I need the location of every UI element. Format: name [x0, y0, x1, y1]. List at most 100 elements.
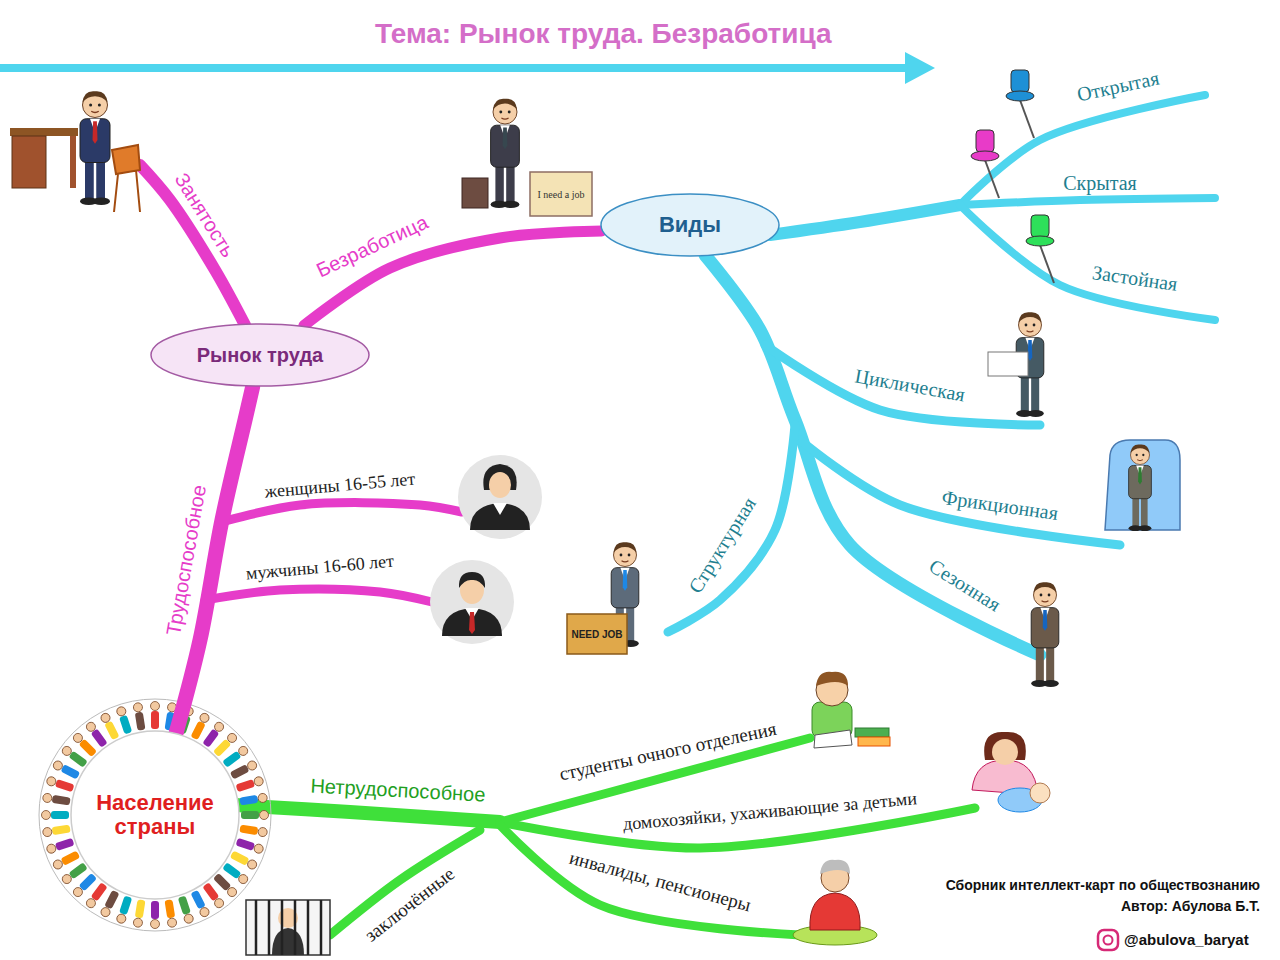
population-figure: [235, 837, 264, 854]
suitcase: [462, 178, 488, 208]
leg: [96, 160, 105, 200]
figure-body: [178, 896, 191, 916]
job-sign: [530, 172, 592, 216]
figure-head: [42, 793, 52, 803]
shoe: [93, 198, 111, 206]
pin-needle: [985, 160, 999, 198]
figure-body: [79, 873, 97, 891]
population-figure: [239, 793, 268, 806]
figure-head: [226, 886, 239, 899]
disabled-branch: [235, 805, 500, 822]
hair: [1131, 444, 1150, 453]
torso: [611, 568, 639, 608]
tie: [1043, 610, 1048, 631]
population-figure: [46, 776, 75, 793]
cell-bar: [268, 900, 271, 955]
eye: [98, 104, 101, 107]
figure-head: [116, 706, 127, 717]
open-branch: [960, 95, 1205, 205]
woman-body: [470, 503, 530, 530]
figure-body: [230, 764, 250, 779]
figure-body: [213, 873, 231, 891]
figure-body: [52, 825, 71, 836]
frictional-man: [1129, 444, 1152, 531]
figure-head: [116, 913, 127, 924]
figure-head: [246, 759, 258, 771]
figure-head: [52, 759, 64, 771]
figure-head: [133, 702, 143, 712]
instagram-lens: [1104, 936, 1113, 945]
figure-head: [260, 811, 269, 820]
pin-needle: [1020, 100, 1034, 138]
pin-body: [1011, 70, 1029, 92]
population-figure: [116, 706, 133, 735]
baby-head: [1030, 783, 1050, 803]
torso: [1031, 608, 1059, 648]
pin-body: [1031, 215, 1049, 237]
figure-body: [61, 764, 81, 779]
branch-label: @abulova_baryat: [1124, 932, 1249, 949]
figure-head: [258, 827, 268, 837]
eye: [1033, 324, 1036, 327]
hidden-branch: [960, 198, 1215, 205]
pin-body: [976, 130, 994, 152]
figure-body: [69, 862, 88, 879]
node-shape: [601, 194, 779, 256]
population-figure: [133, 899, 146, 928]
branch-label: Сборник интеллект-карт по обществознанию: [946, 878, 1260, 893]
figure-head: [99, 906, 111, 918]
eye: [1048, 594, 1051, 597]
figure-head: [46, 843, 57, 854]
figure-body: [239, 825, 258, 836]
figure-head: [61, 745, 74, 758]
man-hair: [459, 572, 485, 588]
shoe: [1043, 680, 1059, 687]
mouth: [501, 118, 508, 119]
figure-head: [167, 918, 177, 928]
mouth: [1042, 601, 1049, 602]
figure-head: [133, 918, 143, 928]
tie: [1138, 467, 1142, 484]
eye: [499, 111, 502, 114]
figure-head: [99, 712, 111, 724]
cell-bar: [281, 900, 284, 955]
torso: [80, 119, 110, 163]
branch-label: Скрытая: [1063, 172, 1137, 194]
cell-bar: [255, 900, 258, 955]
figure-body: [135, 712, 146, 731]
population-figure: [230, 759, 259, 780]
figure-head: [237, 745, 250, 758]
branch-label: Структурная: [684, 493, 760, 597]
population-figure: [42, 811, 70, 820]
title-arrow-head: [905, 52, 935, 84]
population-figure: [52, 850, 81, 871]
figure-body: [190, 721, 205, 741]
figure-body: [51, 811, 69, 819]
figure-body: [165, 899, 176, 918]
armchair: [1105, 440, 1180, 530]
pin-base: [971, 151, 999, 161]
shoe: [1138, 525, 1151, 531]
figure-body: [241, 811, 259, 819]
figure-head: [85, 721, 98, 734]
leg: [506, 165, 514, 203]
figure-head: [42, 811, 51, 820]
leg: [85, 160, 94, 200]
node-shape: [71, 731, 239, 899]
figure-head: [151, 920, 160, 929]
figure-body: [222, 862, 241, 879]
figure-head: [213, 897, 226, 910]
figure-body: [119, 896, 132, 916]
branch-label: NEED JOB: [571, 629, 622, 640]
figure-head: [226, 732, 239, 745]
men-branch: [205, 589, 432, 602]
book: [855, 728, 889, 737]
figure-head: [183, 913, 194, 924]
pensioners-branch: [500, 825, 800, 935]
population-figure: [177, 895, 194, 924]
open-book: [814, 730, 852, 748]
eye: [1040, 594, 1043, 597]
leg: [1141, 497, 1148, 527]
figure-body: [190, 890, 205, 910]
